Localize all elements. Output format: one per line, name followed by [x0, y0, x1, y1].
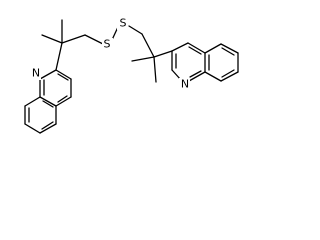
bond — [187, 42, 206, 54]
atom-label-s-right: S — [120, 17, 127, 30]
bond — [55, 96, 72, 107]
label-background — [179, 78, 190, 91]
atom-label-n-right: N — [181, 78, 189, 91]
bond — [189, 70, 202, 78]
bond — [171, 42, 189, 52]
bond — [39, 69, 57, 80]
bond — [57, 73, 69, 81]
bond — [188, 71, 206, 82]
label-background — [102, 38, 113, 51]
bond — [41, 34, 63, 44]
bond — [204, 71, 222, 82]
atom-label-n-left: N — [32, 67, 40, 80]
structure-diagram: N S S N — [24, 17, 239, 134]
bond — [57, 95, 68, 103]
bond — [84, 34, 104, 45]
bond — [39, 96, 57, 107]
bond — [41, 121, 54, 130]
bond — [39, 123, 57, 134]
bond — [220, 71, 239, 82]
left-chain — [41, 19, 104, 71]
right-quinoline — [171, 42, 239, 82]
bond — [221, 47, 235, 56]
label-background — [30, 67, 41, 80]
bond — [55, 69, 72, 80]
atom-label-s-left: S — [104, 38, 111, 51]
bond — [204, 43, 222, 54]
bond — [188, 46, 202, 55]
bond — [61, 34, 86, 44]
bond — [131, 56, 155, 62]
left-quinoline — [24, 69, 72, 134]
bond — [24, 96, 41, 107]
bond — [220, 43, 239, 54]
bond — [153, 50, 173, 58]
right-chain — [131, 33, 173, 83]
bond — [42, 100, 54, 108]
bond — [55, 42, 63, 71]
label-background — [117, 17, 128, 30]
bond — [153, 56, 157, 83]
atom-labels: N S S N — [30, 17, 190, 91]
bond — [221, 69, 235, 78]
bond — [128, 25, 143, 35]
bond — [141, 33, 155, 58]
bond — [24, 123, 41, 134]
